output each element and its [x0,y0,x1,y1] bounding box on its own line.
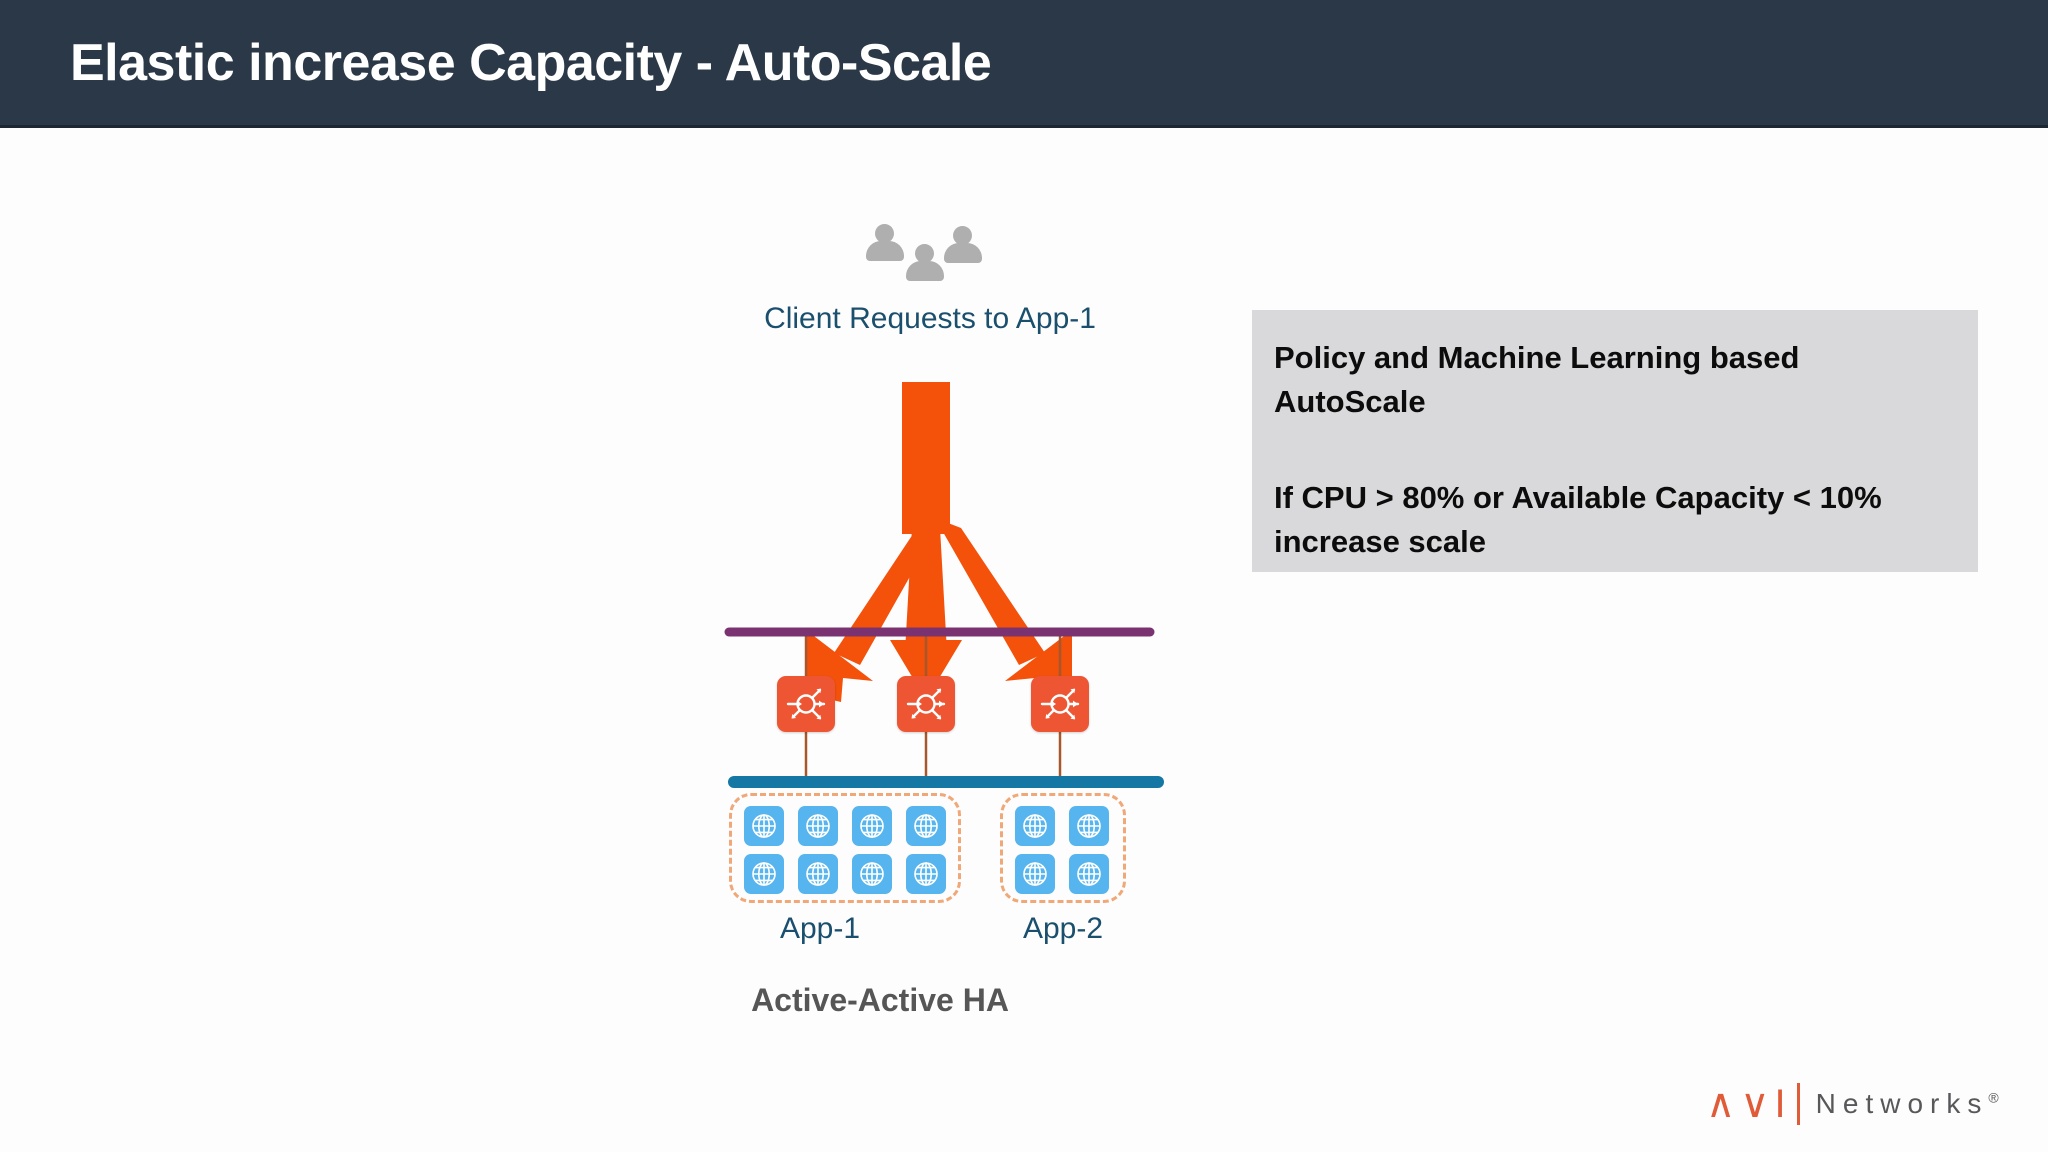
pool-label-app-2: App-2 [1022,912,1104,945]
globe-server-icon [806,862,830,886]
service-engine-2[interactable] [897,676,955,732]
page-title: Elastic increase Capacity - Auto-Scale [70,33,992,92]
traffic-arrow-right [935,518,1072,702]
server-node[interactable] [744,806,784,846]
server-pool-app-1[interactable] [729,793,961,903]
user-body [906,261,944,281]
globe-server-icon [860,862,884,886]
service-engine-3[interactable] [1031,676,1089,732]
globe-server-icon [1023,862,1047,886]
title-bar: Elastic increase Capacity - Auto-Scale [0,0,2048,128]
globe-server-icon [1077,814,1101,838]
globe-server-icon [914,862,938,886]
server-node[interactable] [1015,854,1055,894]
server-node[interactable] [1015,806,1055,846]
load-balancer-icon [906,688,946,720]
avi-logo-mark: ∧∨I [1706,1082,1791,1126]
user-icon-3 [940,224,986,270]
globe-server-icon [752,814,776,838]
user-icon-1 [862,222,908,268]
server-node[interactable] [906,806,946,846]
server-node[interactable] [798,806,838,846]
user-head [953,226,972,245]
pool-label-app-1: App-1 [779,912,861,945]
server-node[interactable] [852,854,892,894]
user-head [915,244,934,263]
server-pool-app-2[interactable] [1000,793,1126,903]
client-requests-label: Client Requests to App-1 [764,302,1096,335]
logo-wordmark: Networks® [1816,1090,1999,1118]
globe-server-icon [914,814,938,838]
registered-trademark-icon: ® [1988,1089,1999,1106]
user-head [875,224,894,243]
load-balancer-icon [786,688,826,720]
logo-divider [1796,1083,1800,1125]
active-active-ha-label: Active-Active HA [751,982,1009,1018]
autoscale-rule-text: If CPU > 80% or Available Capacity < 10%… [1274,480,1882,560]
paragraph-spacer [1274,424,1950,476]
users-icon [862,222,1002,292]
server-node[interactable] [852,806,892,846]
server-node[interactable] [1069,854,1109,894]
globe-server-icon [1023,814,1047,838]
avi-networks-logo: ∧∨I Networks® [1706,1078,1999,1130]
autoscale-info-panel: Policy and Machine Learning based AutoSc… [1252,310,1978,572]
service-engine-1[interactable] [777,676,835,732]
user-icon-2 [902,242,948,288]
autoscale-policy-text: Policy and Machine Learning based AutoSc… [1274,340,1800,420]
globe-server-icon [860,814,884,838]
server-node[interactable] [906,854,946,894]
logo-word-text: Networks [1815,1088,1989,1119]
globe-server-icon [806,814,830,838]
server-node[interactable] [1069,806,1109,846]
traffic-arrow-left [806,518,943,702]
server-node[interactable] [744,854,784,894]
traffic-arrow-middle [890,528,962,700]
load-balancer-icon [1040,688,1080,720]
user-body [944,243,982,263]
user-body [866,241,904,261]
traffic-trunk-arrow [902,382,950,534]
server-node[interactable] [798,854,838,894]
globe-server-icon [752,862,776,886]
globe-server-icon [1077,862,1101,886]
